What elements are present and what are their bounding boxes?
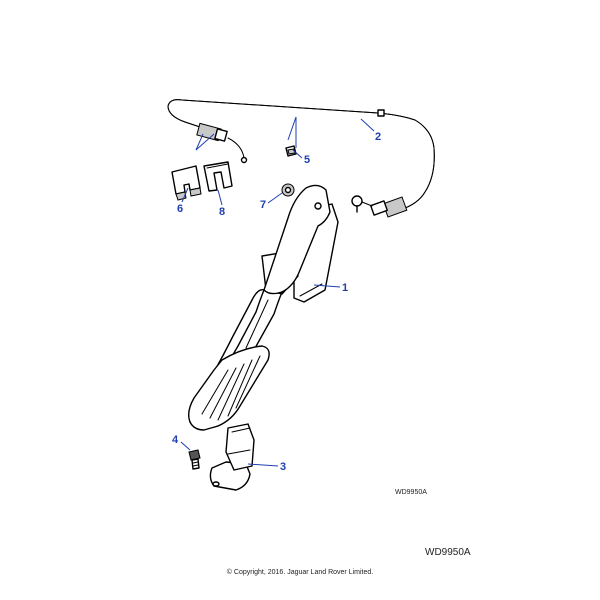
leader-3 <box>247 463 279 467</box>
leader-5a <box>292 149 303 159</box>
leader-5c <box>287 116 297 141</box>
throttle-cable <box>167 99 435 218</box>
leader-5d <box>195 133 204 151</box>
callout-5: 5 <box>304 154 310 166</box>
u-clip-8 <box>203 161 233 192</box>
callout-6: 6 <box>177 203 183 215</box>
callout-4: 4 <box>172 434 179 446</box>
leader-2 <box>360 118 375 132</box>
drawing-code-small: WD9950A <box>395 489 427 496</box>
pedal-assembly <box>187 184 339 431</box>
leader-1 <box>313 284 341 288</box>
drawing-code-large: WD9950A <box>425 547 471 558</box>
callout-1: 1 <box>342 282 348 294</box>
leader-5e <box>195 133 215 151</box>
screw <box>188 449 201 470</box>
clip-bracket-6 <box>171 165 202 201</box>
leader-7 <box>267 192 283 204</box>
callout-7: 7 <box>260 199 266 211</box>
callout-2: 2 <box>375 131 381 143</box>
leader-8 <box>217 189 223 206</box>
callout-8: 8 <box>219 206 225 218</box>
callout-3: 3 <box>280 461 286 473</box>
pedal-stop-pad <box>209 423 255 491</box>
leader-6 <box>181 187 189 203</box>
copyright-notice: © Copyright, 2016. Jaguar Land Rover Lim… <box>226 569 374 576</box>
nut <box>281 183 295 197</box>
leader-4 <box>180 441 191 451</box>
cable-end-fitting <box>351 195 363 213</box>
